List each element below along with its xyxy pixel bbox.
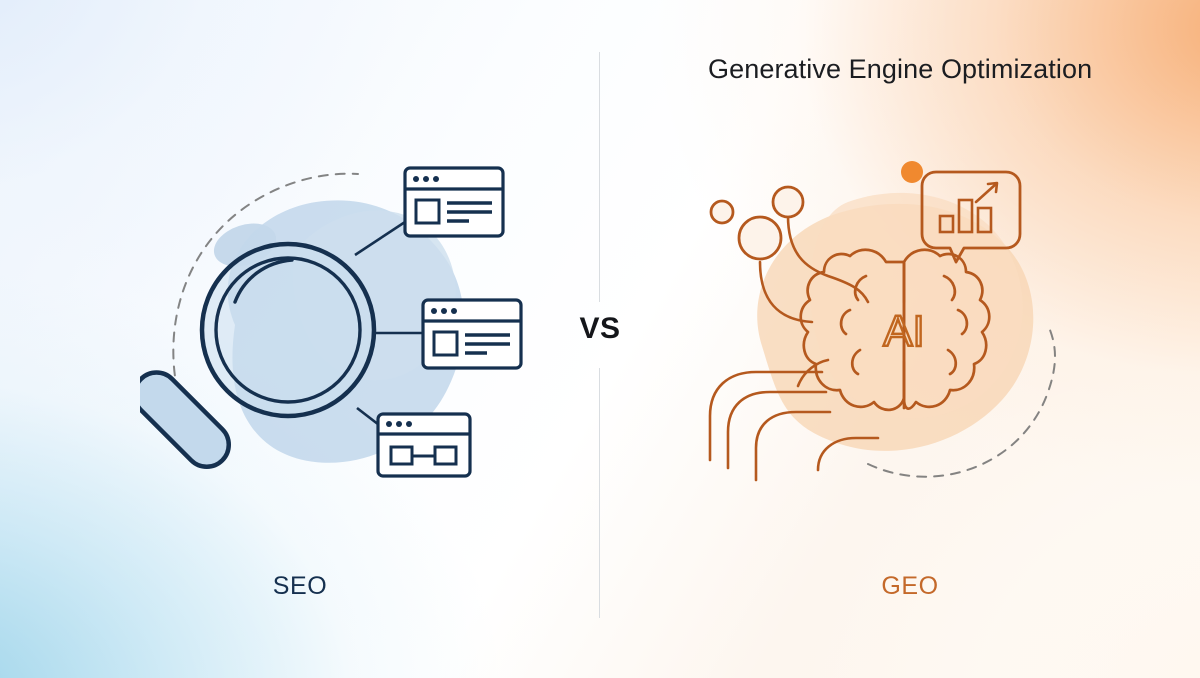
divider-line-bottom <box>599 368 600 618</box>
geo-dashed-arc <box>867 329 1056 478</box>
seo-illustration <box>132 150 540 515</box>
search-result-card-1 <box>403 166 505 238</box>
vs-label: VS <box>579 312 621 345</box>
neural-nodes <box>709 185 805 261</box>
search-result-card-3 <box>376 412 472 478</box>
search-result-card-2 <box>421 298 523 370</box>
right-panel-label: GEO <box>881 572 939 600</box>
geo-illustration: AI <box>700 150 1100 515</box>
seo-dashed-arc <box>172 172 359 441</box>
brain-ai-text: AI <box>883 307 925 356</box>
divider-line-top <box>599 52 600 302</box>
magnifier-handle <box>132 370 231 469</box>
analytics-bubble <box>920 170 1022 264</box>
right-panel-title: Generative Engine Optimization <box>708 54 1093 84</box>
left-panel-label: SEO <box>272 572 328 600</box>
accent-dot <box>901 161 923 183</box>
magnifier-lens <box>199 241 377 419</box>
